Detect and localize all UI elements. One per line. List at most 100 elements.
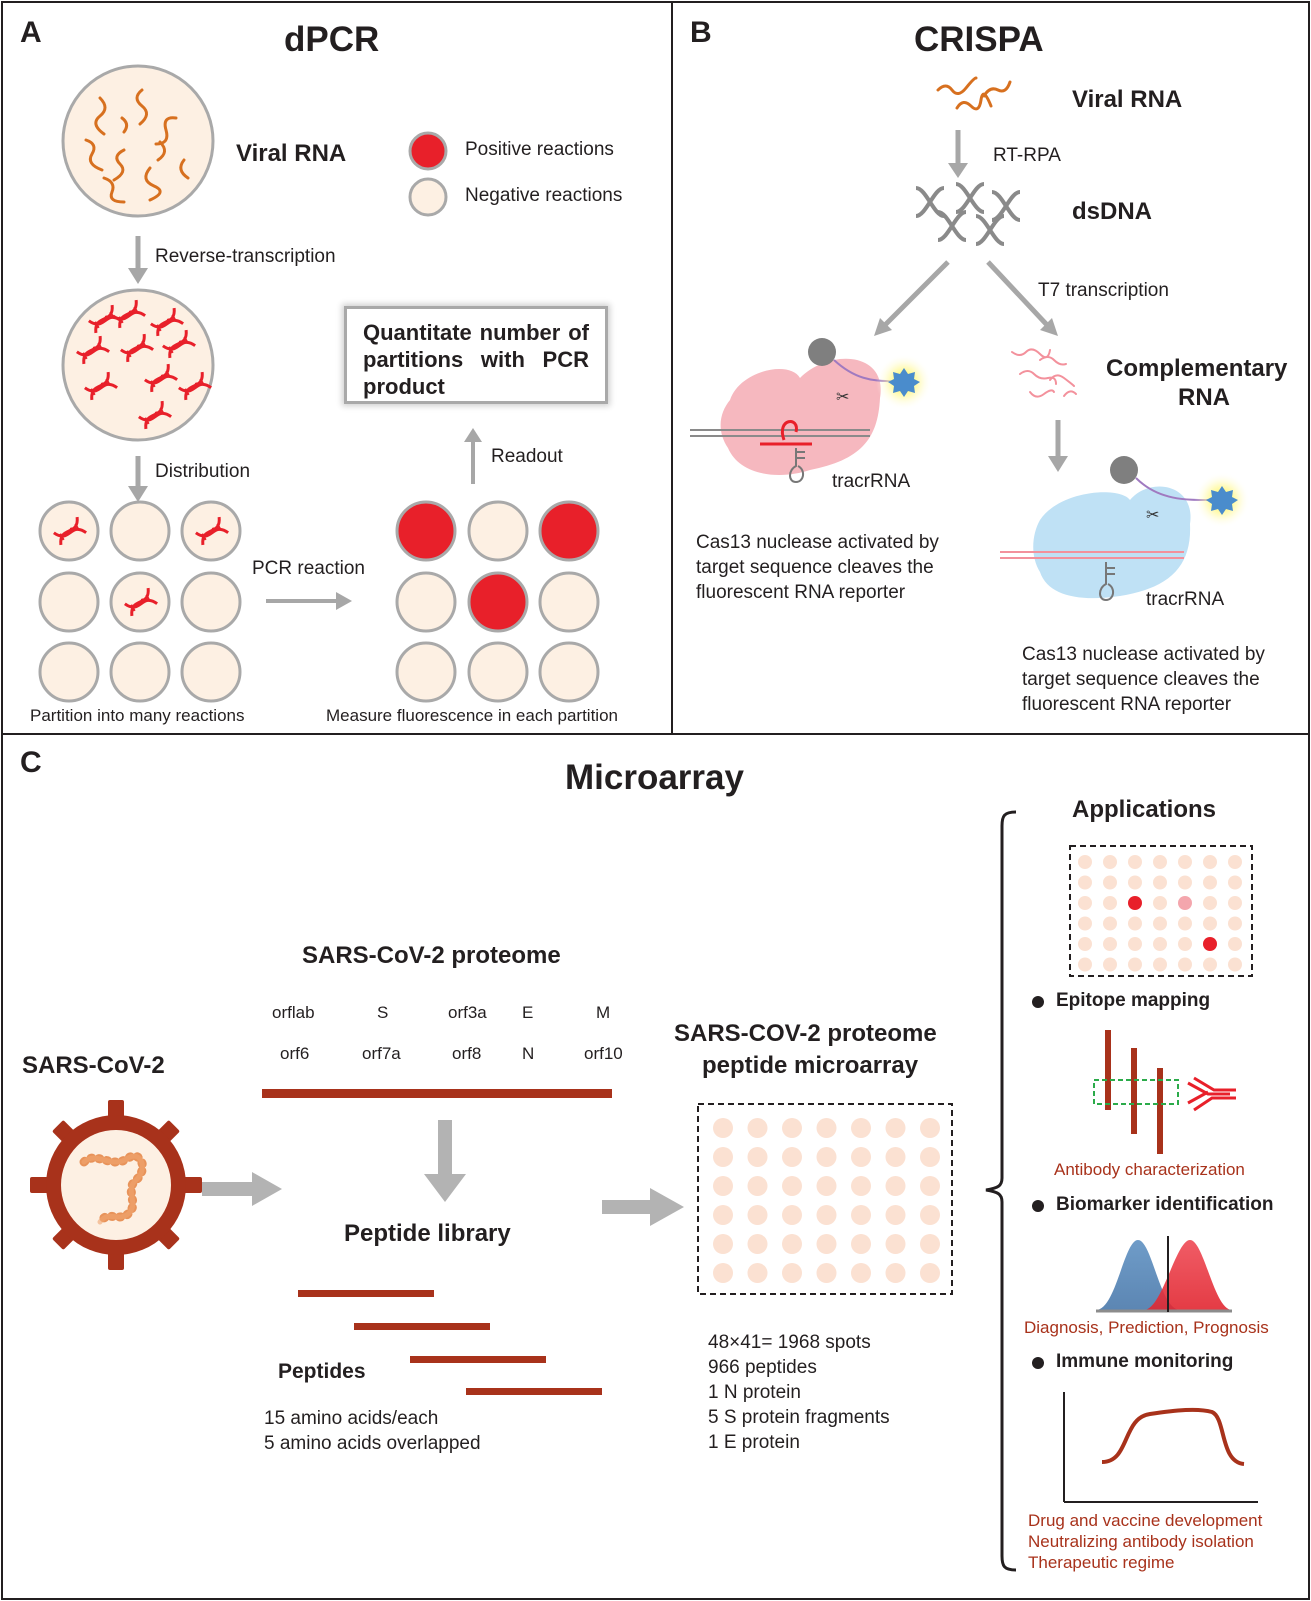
legend-positive-swatch [408, 131, 448, 171]
step-rt-label: Reverse-transcription [155, 246, 336, 267]
application-spot [1128, 896, 1142, 910]
caption-measure: Measure fluorescence in each partition [326, 706, 618, 725]
cas13-left-caption: Cas13 nuclease activated by target seque… [696, 532, 939, 603]
microarray-spot [747, 1263, 768, 1283]
microarray-spot [816, 1176, 837, 1196]
gene-label: orflab [272, 1003, 315, 1022]
panel-c-letter: C [20, 746, 42, 779]
crispa-rna-strands [936, 76, 1012, 111]
microarray-spot [713, 1118, 733, 1138]
application-spot [1203, 937, 1217, 951]
legend-negative-swatch [408, 177, 448, 217]
arrow-rtrpa-head [948, 163, 968, 178]
biomarker-label: Biomarker identification [1056, 1194, 1274, 1215]
application-spot [1203, 875, 1217, 890]
response-curve [1101, 1407, 1245, 1466]
partition-well [538, 641, 600, 703]
microarray-spot [885, 1147, 906, 1167]
tracrrna-label-left: tracrRNA [832, 471, 911, 492]
microarray-spot [885, 1118, 906, 1138]
panel-c-graphics [30, 810, 1258, 1572]
microarray-spot [782, 1147, 802, 1167]
partition-well [38, 641, 100, 703]
t7-label: T7 transcription [1038, 280, 1169, 301]
microarray-spot [851, 1263, 871, 1283]
microarray-spot [920, 1234, 940, 1254]
application-spot [1203, 896, 1217, 910]
microarray-spot [816, 1205, 837, 1225]
application-spot [1203, 916, 1217, 931]
gene-label: orf3a [448, 1003, 487, 1022]
dsdna-label: dsDNA [1072, 198, 1153, 225]
arrow-readout-head [464, 428, 482, 442]
panel-c-title: Microarray [565, 758, 744, 797]
viral-rna-label: Viral RNA [236, 140, 347, 167]
microarray-spot [713, 1263, 733, 1283]
application-spot [1228, 937, 1242, 951]
application-spot [1178, 896, 1192, 910]
microarray-spot [885, 1263, 906, 1283]
fluorophore-right [1206, 486, 1238, 515]
arrow-proteome-to-library [424, 1120, 466, 1202]
scissors-icon: ✂ [1146, 507, 1159, 524]
microarray-spot [816, 1263, 837, 1283]
microarray-spot [885, 1176, 906, 1196]
peptide-notes: 15 amino acids/each 5 amino acids overla… [264, 1408, 481, 1454]
application-spot [1078, 916, 1092, 931]
dsdna-icons [914, 182, 1022, 246]
partition-well-positive [395, 500, 457, 562]
application-spot [1228, 957, 1242, 972]
bullet-icon [1032, 1357, 1044, 1369]
application-spot [1153, 957, 1167, 972]
microarray-spot [747, 1147, 768, 1167]
application-spot [1128, 957, 1142, 972]
microarray-spot [920, 1205, 940, 1225]
application-spot [1128, 875, 1142, 890]
application-spot [1153, 896, 1167, 910]
microarray-spot [747, 1205, 768, 1225]
arrow-library-to-microarray [602, 1188, 684, 1226]
gene-label: N [522, 1044, 535, 1063]
library-title: Peptide library [344, 1220, 511, 1247]
microarray-spot [747, 1234, 768, 1254]
distribution-positive [1144, 1240, 1232, 1310]
viral-rna-sample [61, 64, 215, 218]
application-spot [1178, 937, 1192, 951]
cas13-right [1033, 486, 1191, 599]
rt-rpa-label: RT-RPA [993, 145, 1061, 166]
partition-well [109, 500, 171, 562]
application-spot [1103, 896, 1117, 910]
application-spot [1178, 875, 1192, 890]
gene-label: orf10 [584, 1044, 623, 1063]
arrow-virus-to-library [202, 1172, 282, 1206]
microarray-spot [782, 1263, 802, 1283]
cas13-left [720, 358, 881, 475]
application-spot [1128, 937, 1142, 951]
microarray-spot [713, 1147, 733, 1167]
partition-well [180, 571, 242, 633]
peptide-bar [410, 1356, 546, 1363]
antibody-char-label: Antibody characterization [1054, 1160, 1245, 1179]
cas13-right-caption: Cas13 nuclease activated by target seque… [1022, 644, 1265, 715]
antibody-icon [1187, 1076, 1236, 1112]
bullet-icon [1032, 1200, 1044, 1212]
microarray-spots [713, 1118, 940, 1283]
partition-grid-left [38, 500, 242, 703]
cdna-sample [61, 288, 215, 442]
application-spot [1178, 855, 1192, 869]
application-spot [1228, 896, 1242, 910]
microarray-spot [782, 1205, 802, 1225]
complementary-rna-strands [1011, 348, 1077, 398]
applications-title: Applications [1072, 796, 1217, 823]
microarray-spot [885, 1205, 906, 1225]
microarray-spot [713, 1234, 733, 1254]
application-spot [1103, 916, 1117, 931]
microarray-spot [747, 1118, 768, 1138]
scissors-icon: ✂ [836, 389, 849, 406]
quencher-right [1110, 456, 1138, 484]
application-spot [1103, 937, 1117, 951]
application-spot [1103, 875, 1117, 890]
gene-label: M [596, 1003, 611, 1022]
application-spot [1078, 855, 1092, 869]
